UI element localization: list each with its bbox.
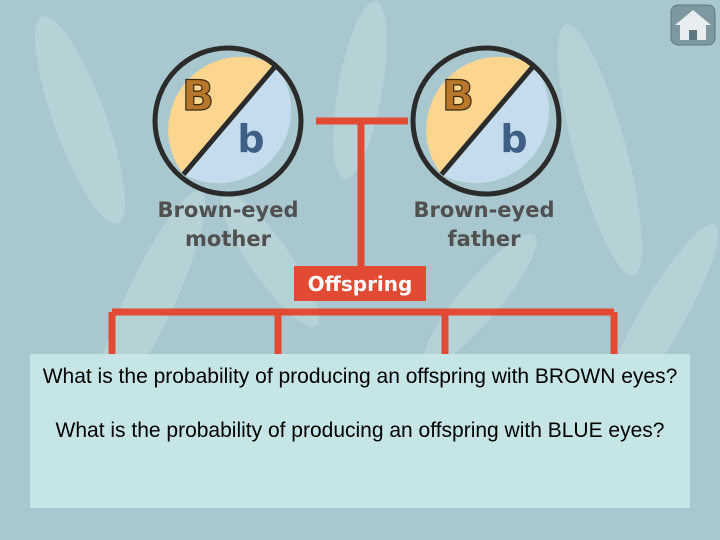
mother-label-line2: mother — [185, 227, 272, 251]
question-box: What is the probability of producing an … — [30, 354, 690, 508]
home-button[interactable] — [670, 4, 716, 46]
mother-blue-half — [183, 65, 292, 184]
question-brown-eyes: What is the probability of producing an … — [42, 365, 678, 388]
offspring-badge: Offspring — [294, 266, 426, 301]
father-recessive-allele: b — [500, 117, 527, 161]
mother-recessive-allele: b — [237, 117, 264, 161]
father-blue-half — [441, 65, 550, 184]
father-brown-half — [426, 56, 534, 175]
pedigree-lines — [108, 117, 618, 354]
mother-genotype-circle: B b — [152, 45, 304, 197]
question-blue-eyes: What is the probability of producing an … — [55, 419, 665, 442]
father-label-line1: Brown-eyed — [413, 198, 554, 222]
mother-brown-half — [168, 56, 276, 175]
background-pattern — [35, 1, 719, 416]
father-dominant-allele: B — [442, 71, 474, 120]
father-genotype-circle: B b — [410, 45, 562, 197]
father-label-line2: father — [448, 227, 522, 251]
home-icon — [670, 4, 716, 46]
mother-dominant-allele: B — [182, 71, 214, 120]
mother-label-line1: Brown-eyed — [157, 198, 298, 222]
offspring-label: Offspring — [308, 272, 413, 296]
